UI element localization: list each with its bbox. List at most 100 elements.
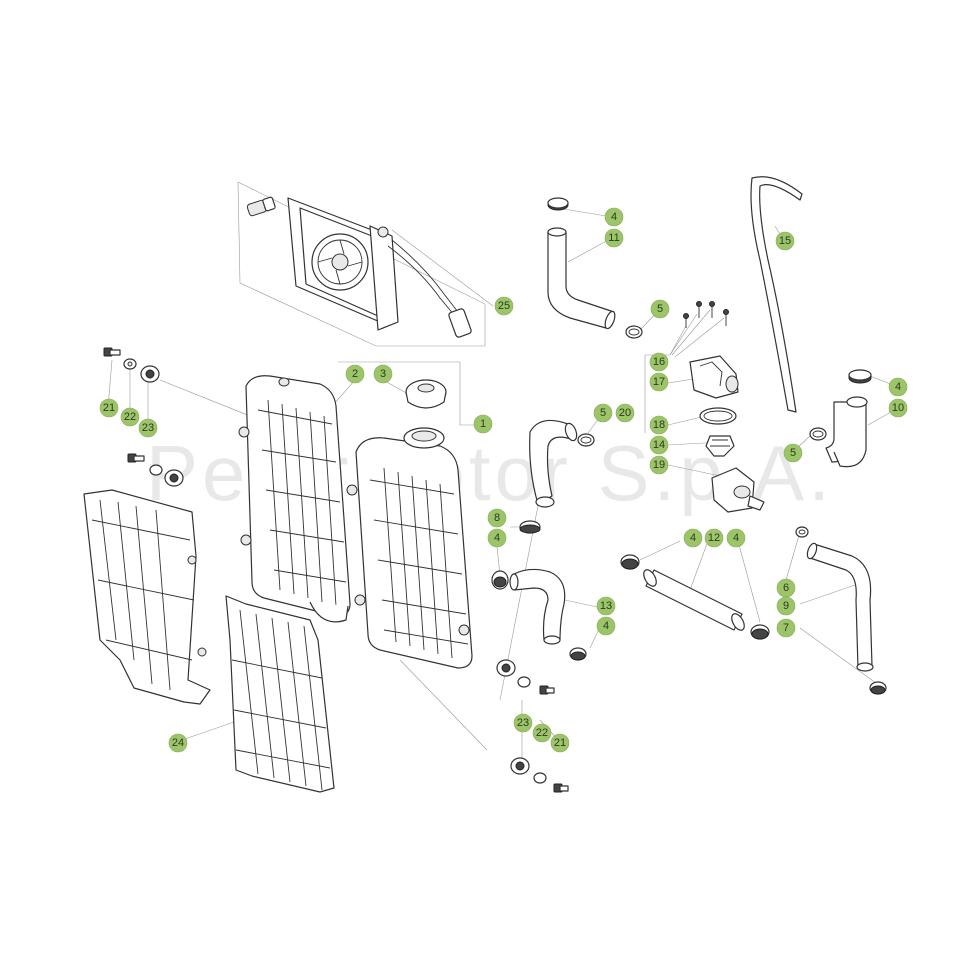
callout-badge (683, 528, 703, 548)
callout-label: 7 (783, 622, 789, 634)
thermostat-assembly (683, 301, 765, 513)
callout-label: 4 (494, 532, 500, 544)
callout-5: 5 (650, 299, 670, 319)
callout-label: 22 (536, 727, 548, 739)
callout-label: 22 (124, 411, 136, 423)
callout-18: 18 (649, 415, 669, 435)
callout-9: 9 (776, 596, 796, 616)
callout-badge (596, 596, 616, 616)
callout-label: 17 (653, 376, 665, 388)
callout-badge (649, 455, 669, 475)
callout-label: 19 (653, 459, 665, 471)
callout-12: 12 (704, 528, 724, 548)
callout-label: 11 (608, 232, 619, 244)
callout-badge (776, 618, 796, 638)
callout-22: 22 (120, 407, 140, 427)
callout-label: 4 (690, 532, 696, 544)
hose-upper-right (825, 369, 872, 468)
callout-label: 21 (103, 402, 115, 414)
bent-hose-center (529, 419, 578, 508)
callout-6: 6 (776, 578, 796, 598)
callout-badge (615, 403, 635, 423)
callout-badge (99, 398, 119, 418)
callout-4: 4 (683, 528, 703, 548)
callout-10: 10 (888, 398, 908, 418)
straight-hose-12 (620, 554, 770, 640)
callout-badge (604, 207, 624, 227)
callout-3: 3 (373, 364, 393, 384)
callout-badge (473, 414, 493, 434)
callout-badge (494, 296, 514, 316)
callout-21: 21 (550, 733, 570, 753)
callout-label: 5 (600, 407, 606, 419)
callout-label: 5 (790, 447, 796, 459)
callout-badge (373, 364, 393, 384)
clamps-small (577, 427, 827, 538)
callout-4: 4 (596, 616, 616, 636)
callout-label: 8 (494, 512, 500, 524)
callout-badge (138, 418, 158, 438)
callout-17: 17 (649, 372, 669, 392)
callout-label: 25 (498, 300, 510, 312)
left-radiator (238, 375, 351, 623)
callout-badge (550, 733, 570, 753)
callout-label: 14 (653, 439, 665, 451)
callout-1: 1 (473, 414, 493, 434)
callout-label: 23 (517, 717, 529, 729)
callout-label: 16 (653, 356, 665, 368)
callout-16: 16 (649, 352, 669, 372)
callout-badge (783, 443, 803, 463)
callout-badge (532, 723, 552, 743)
callout-badge (726, 528, 746, 548)
callout-22: 22 (532, 723, 552, 743)
callout-label: 12 (708, 532, 720, 544)
callout-badge (888, 398, 908, 418)
callout-badge (649, 415, 669, 435)
upper-hose (547, 197, 643, 339)
callout-4: 4 (888, 377, 908, 397)
callout-badge (704, 528, 724, 548)
callout-15: 15 (775, 231, 795, 251)
callout-label: 9 (783, 600, 789, 612)
callout-4: 4 (487, 528, 507, 548)
callout-badge (513, 713, 533, 733)
callout-badge (120, 407, 140, 427)
long-hose (806, 542, 887, 695)
callout-23: 23 (138, 418, 158, 438)
right-radiator (346, 427, 473, 669)
callout-2: 2 (345, 364, 365, 384)
callout-badge (487, 508, 507, 528)
callout-badge (775, 231, 795, 251)
callout-label: 6 (783, 582, 789, 594)
callout-badge (345, 364, 365, 384)
callout-label: 4 (603, 620, 609, 632)
callout-badge (593, 403, 613, 423)
callout-badge (649, 372, 669, 392)
left-shroud (83, 489, 211, 705)
callout-badge (596, 616, 616, 636)
callout-label: 15 (779, 235, 791, 247)
mounting-hardware-right (496, 659, 569, 793)
callout-label: 21 (554, 737, 566, 749)
fan-assembly (246, 196, 472, 338)
callout-label: 4 (895, 381, 901, 393)
callout-label: 10 (892, 402, 904, 414)
callout-badge (649, 435, 669, 455)
hose-13 (491, 520, 587, 661)
callout-label: 4 (733, 532, 739, 544)
callout-11: 11 (604, 228, 624, 248)
overflow-tube (750, 176, 803, 413)
callout-25: 25 (494, 296, 514, 316)
callout-label: 23 (142, 422, 154, 434)
callout-19: 19 (649, 455, 669, 475)
callout-label: 4 (611, 211, 617, 223)
mounting-hardware-left (103, 347, 184, 487)
callout-5: 5 (783, 443, 803, 463)
callout-20: 20 (615, 403, 635, 423)
callout-14: 14 (649, 435, 669, 455)
callout-21: 21 (99, 398, 119, 418)
callout-7: 7 (776, 618, 796, 638)
callout-8: 8 (487, 508, 507, 528)
callout-badge (604, 228, 624, 248)
